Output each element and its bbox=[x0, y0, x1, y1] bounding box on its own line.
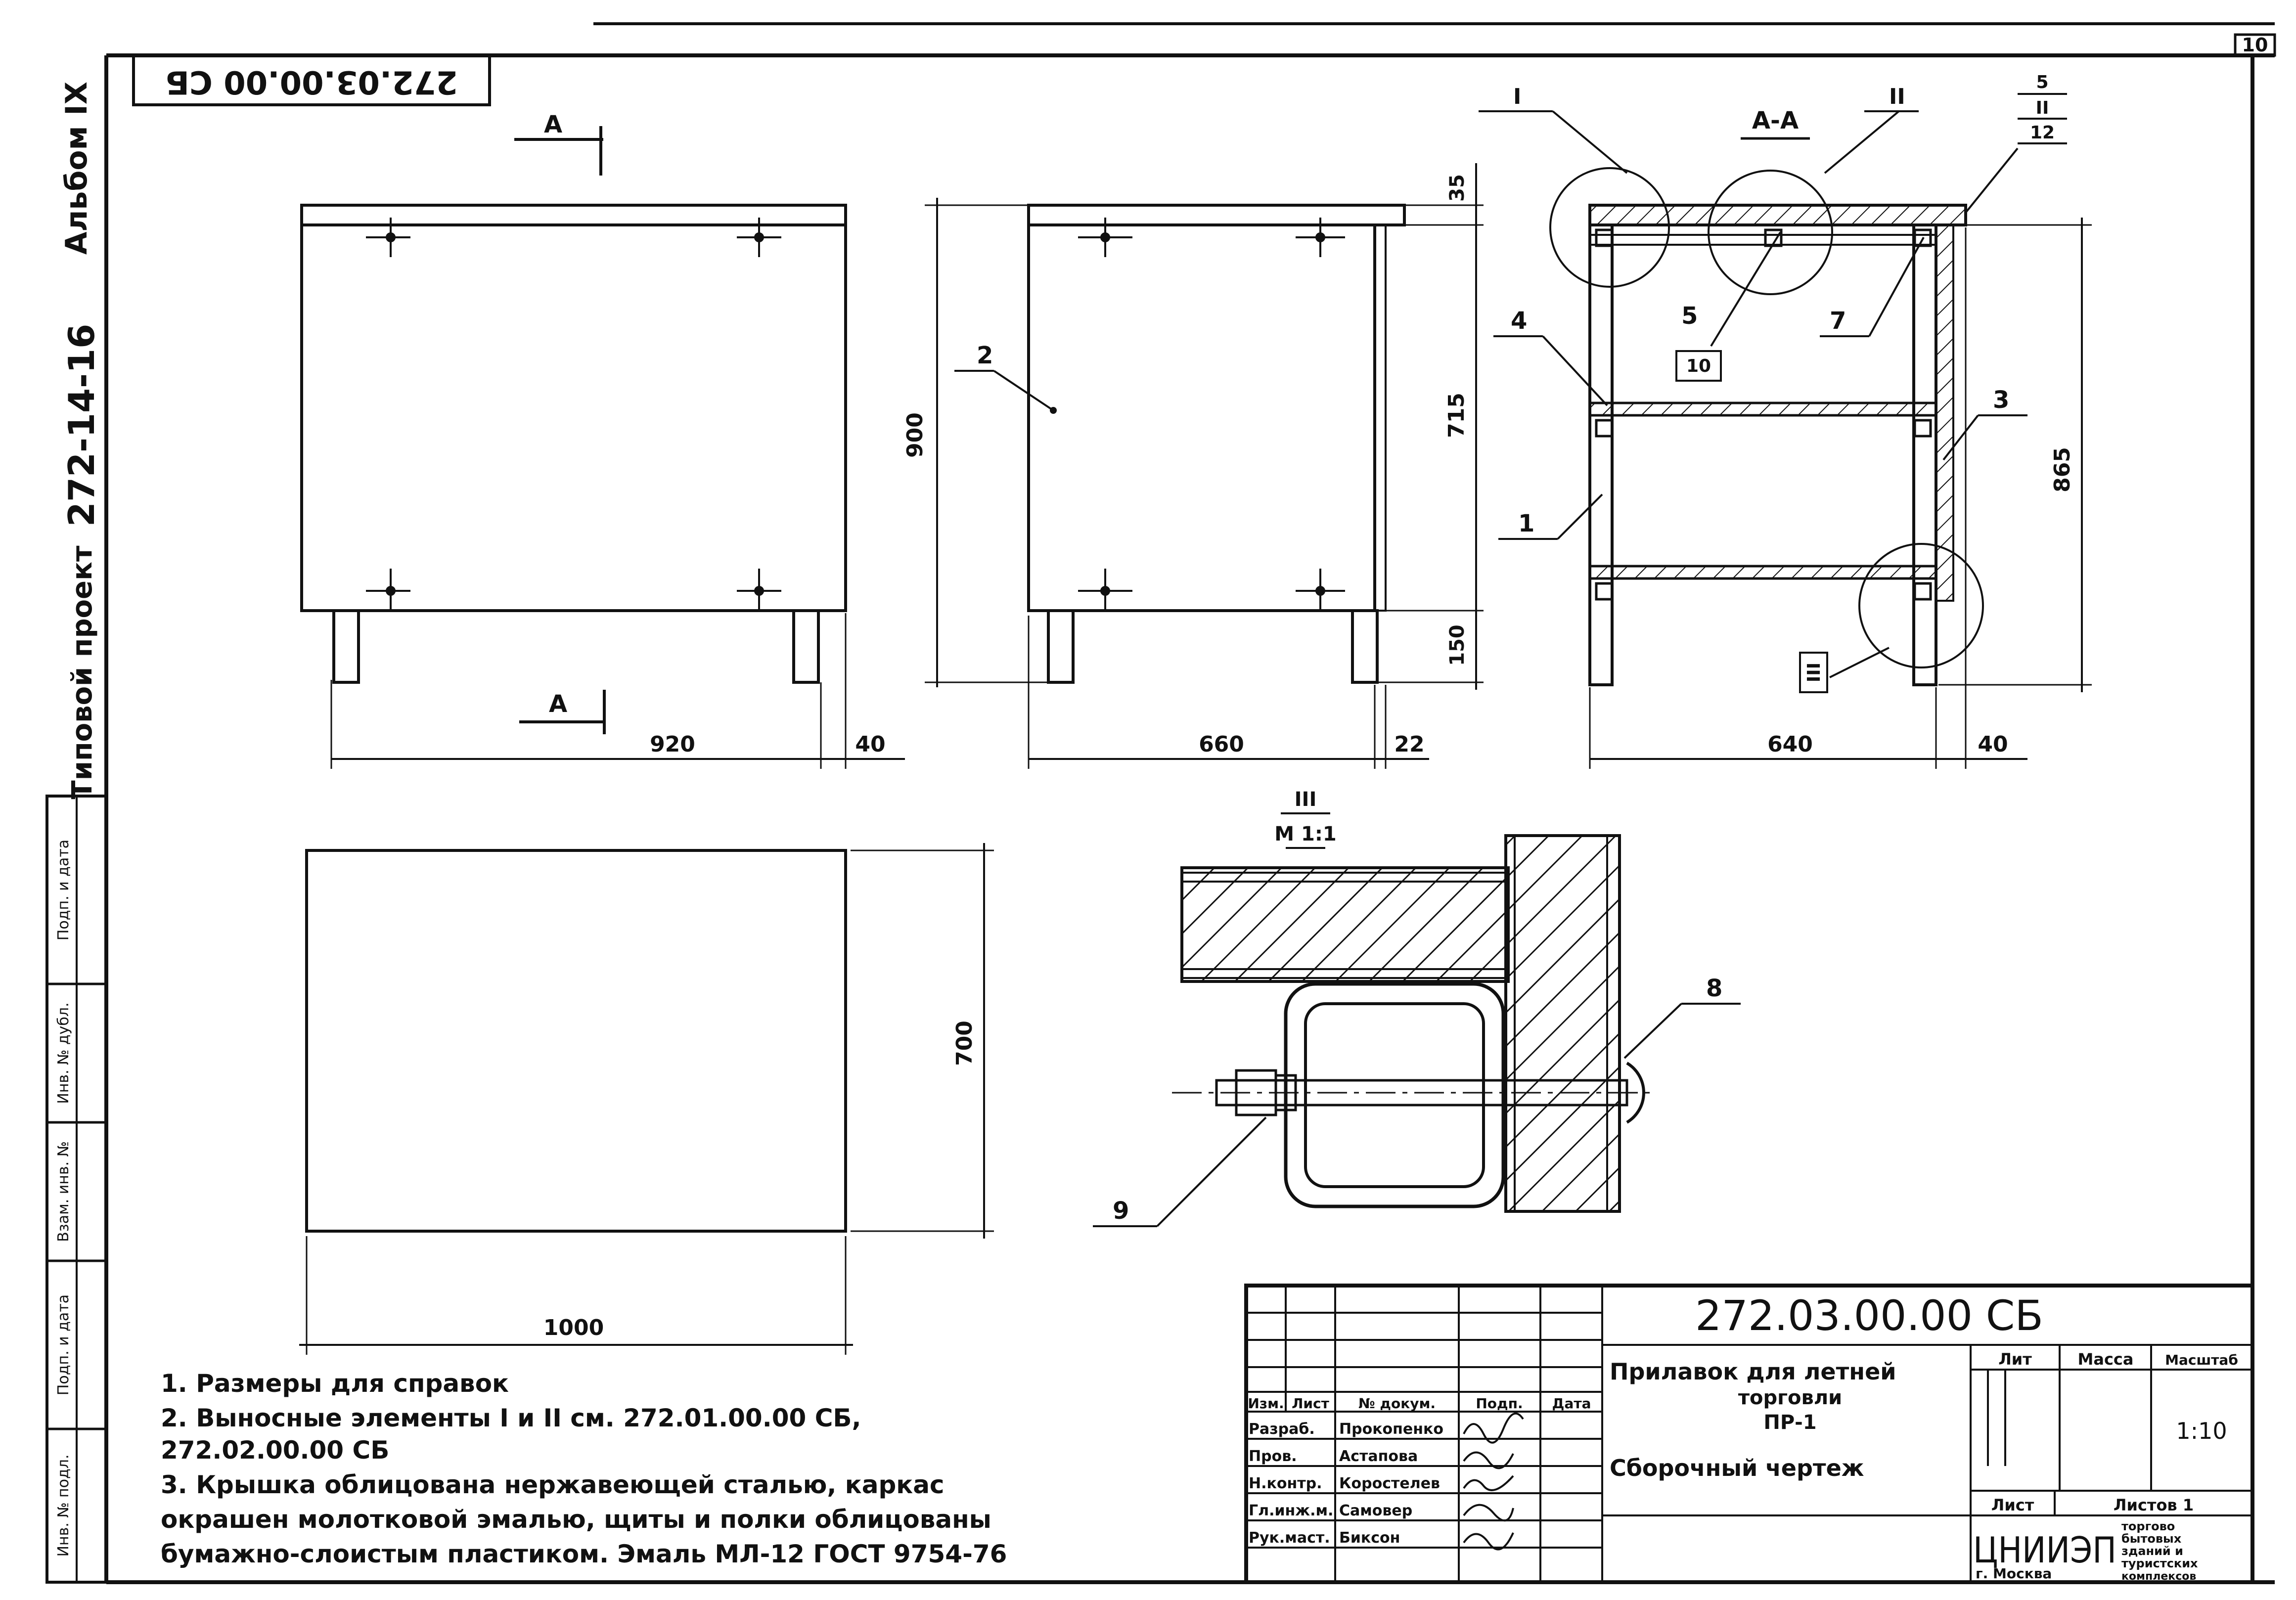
tb-role: Разраб. bbox=[1249, 1421, 1315, 1438]
dim-side-height: 900 bbox=[902, 412, 928, 458]
stamp-label: Подп. и дата bbox=[55, 840, 72, 940]
rotated-code-box: 272.03.00.00 СБ bbox=[132, 54, 491, 106]
tb-name: Прокопенко bbox=[1339, 1421, 1443, 1438]
note-line: 3. Крышка облицована нержавеющей сталью,… bbox=[161, 1470, 945, 1499]
note-line: 2. Выносные элементы I и II см. 272.01.0… bbox=[161, 1404, 861, 1432]
section-view: А-А I II 5 II 12 bbox=[1479, 72, 2092, 769]
signatures bbox=[1463, 1412, 1524, 1551]
tb-code: 272.03.00.00 СБ bbox=[1695, 1291, 2043, 1340]
dim-side-offset: 22 bbox=[1394, 732, 1424, 757]
tb-org-desc: комплексов bbox=[2121, 1570, 2196, 1583]
tb-sheet-label: Лист bbox=[1991, 1496, 2034, 1514]
dim-top-thickness: 35 bbox=[1446, 174, 1469, 202]
detail-view: III М 1:1 8 9 bbox=[1093, 788, 1741, 1227]
stamp-label: Подп. и дата bbox=[55, 1294, 72, 1395]
title-block: Изм. Лист № докум. Подп. Дата Разраб. Пр… bbox=[1244, 1284, 2254, 1584]
callout-5: 5 bbox=[1681, 302, 1698, 330]
tb-name-line3: ПР-1 bbox=[1763, 1411, 1816, 1434]
note-line: 272.02.00.00 СБ bbox=[161, 1436, 389, 1465]
dim-leg-height: 150 bbox=[1446, 624, 1469, 666]
tb-name: Биксон bbox=[1339, 1529, 1400, 1547]
tb-scale: 1:10 bbox=[2176, 1418, 2227, 1444]
project-label: Типовой проект bbox=[66, 545, 98, 799]
tb-header-izm: Изм. bbox=[1248, 1395, 1284, 1412]
dim-front-offset: 40 bbox=[855, 732, 885, 757]
callout-node-III: III bbox=[1804, 663, 1824, 682]
tb-masshtab: Масштаб bbox=[2165, 1352, 2238, 1368]
notes: 1. Размеры для справок 2. Выносные элеме… bbox=[161, 1369, 1007, 1568]
callout-frac-mid: II bbox=[2036, 98, 2049, 118]
front-view: А А 920 40 bbox=[300, 111, 905, 769]
album-label: Альбом IX bbox=[59, 82, 94, 255]
dim-section-offset: 40 bbox=[1978, 732, 2008, 757]
dim-plan-depth: 700 bbox=[952, 1021, 977, 1066]
plan-view: 700 1000 bbox=[299, 843, 994, 1355]
callout-node-I: I bbox=[1513, 84, 1521, 109]
tb-name: Астапова bbox=[1339, 1448, 1418, 1465]
detail-scale: М 1:1 bbox=[1274, 823, 1336, 845]
tb-header-podp: Подп. bbox=[1476, 1395, 1523, 1412]
dim-section-width: 640 bbox=[1767, 732, 1813, 757]
tb-org-desc: зданий и bbox=[2121, 1544, 2183, 1558]
tb-massa: Масса bbox=[2078, 1350, 2134, 1369]
tb-name-line1: Прилавок для летней bbox=[1610, 1358, 1896, 1385]
series-label: 272-14-16 bbox=[61, 324, 102, 527]
tb-org-desc: туристских bbox=[2121, 1556, 2198, 1570]
callout-10: 10 bbox=[1686, 356, 1711, 376]
sheet-number: 10 bbox=[2242, 34, 2268, 56]
section-marker-top: А bbox=[544, 111, 562, 138]
dim-front-width: 920 bbox=[650, 732, 695, 757]
note-line: окрашен молотковой эмалью, щиты и полки … bbox=[161, 1505, 991, 1534]
stamp-label: Инв. № дубл. bbox=[55, 1002, 72, 1104]
fixing-marks bbox=[366, 218, 781, 611]
callout-frac-bot: 12 bbox=[2030, 123, 2055, 143]
tb-name: Самовер bbox=[1339, 1502, 1412, 1519]
tb-header-ndoc: № докум. bbox=[1358, 1395, 1436, 1412]
dim-section-height: 865 bbox=[2050, 447, 2075, 492]
callout-node-II: II bbox=[1889, 84, 1905, 109]
callout-9: 9 bbox=[1113, 1197, 1129, 1225]
callout-1: 1 bbox=[1518, 510, 1534, 537]
tb-doc-type: Сборочный чертеж bbox=[1610, 1455, 1864, 1481]
note-line: 1. Размеры для справок bbox=[161, 1369, 509, 1398]
tb-name-line2: торговли bbox=[1738, 1386, 1842, 1409]
tb-sheets-label: Листов 1 bbox=[2114, 1496, 2194, 1514]
tb-role: Н.контр. bbox=[1249, 1475, 1322, 1492]
tb-role: Гл.инж.м. bbox=[1249, 1502, 1333, 1519]
tb-city: г. Москва bbox=[1976, 1565, 2052, 1582]
callout-2: 2 bbox=[977, 342, 993, 369]
note-line: бумажно-слоистым пластиком. Эмаль МЛ-12 … bbox=[161, 1540, 1007, 1568]
tb-role: Рук.маст. bbox=[1249, 1529, 1330, 1547]
tb-lit: Лит bbox=[1998, 1350, 2032, 1369]
tb-header-list: Лист bbox=[1292, 1395, 1329, 1412]
tb-org: ЦНИИЭП bbox=[1973, 1529, 2116, 1571]
dim-plan-width: 1000 bbox=[543, 1315, 604, 1340]
tb-org-desc: бытовых bbox=[2121, 1532, 2182, 1546]
callout-7: 7 bbox=[1830, 307, 1846, 335]
tb-org-desc: торгово bbox=[2121, 1519, 2175, 1533]
callout-3: 3 bbox=[1993, 386, 2009, 414]
rotated-code: 272.03.00.00 СБ bbox=[165, 63, 458, 100]
side-view: 2 900 35 715 150 660 22 bbox=[902, 163, 1484, 769]
detail-title: III bbox=[1295, 788, 1317, 811]
section-title: А-А bbox=[1752, 107, 1799, 134]
stamp-label: Инв. № подл. bbox=[55, 1455, 72, 1557]
tb-header-data: Дата bbox=[1552, 1395, 1591, 1412]
left-margin: Альбом IX 272-14-16 Типовой проект Инв. … bbox=[45, 82, 108, 1584]
callout-8: 8 bbox=[1706, 975, 1722, 1002]
dim-side-width: 660 bbox=[1199, 732, 1244, 757]
tb-name: Коростелев bbox=[1339, 1475, 1440, 1492]
stamp-label: Взам. инв. № bbox=[55, 1141, 72, 1242]
dim-body-height: 715 bbox=[1444, 393, 1469, 438]
callout-4: 4 bbox=[1511, 307, 1527, 335]
callout-frac-top: 5 bbox=[2036, 72, 2048, 92]
section-marker-bottom: А bbox=[549, 690, 567, 718]
tb-role: Пров. bbox=[1249, 1448, 1297, 1465]
